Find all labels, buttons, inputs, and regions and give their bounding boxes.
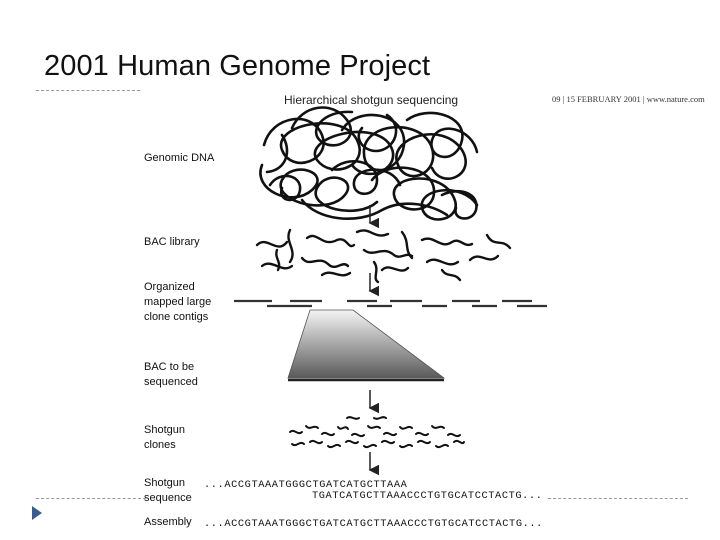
label-genomic-dna: Genomic DNA: [144, 152, 215, 164]
figure-citation: 09 | 15 FEBRUARY 2001 | www.nature.com: [552, 94, 705, 104]
shotgun-read-2: TGATCATGCTTAAACCCTGTGCATCCTACTG...: [312, 490, 543, 502]
shotgun-clone-fragments: [289, 416, 465, 449]
label-assembly: Assembly: [144, 516, 192, 528]
figure-title: Hierarchical shotgun sequencing: [284, 93, 459, 107]
assembly-sequence: ...ACCGTAAATGGGCTGATCATGCTTAAACCCTGTGCAT…: [204, 518, 543, 530]
hierarchical-shotgun-figure: Hierarchical shotgun sequencing 09 | 15 …: [142, 90, 712, 535]
label-bac-library: BAC library: [144, 236, 200, 248]
bac-zoom-trapezoid: [287, 309, 446, 379]
clone-contigs: [234, 299, 547, 308]
top-divider: [36, 90, 140, 91]
genomic-dna-tangle: [259, 106, 479, 221]
bac-library-fragments: [255, 228, 512, 284]
label-bac-to-be-sequenced: BAC to be sequenced: [144, 361, 198, 388]
label-clone-contigs: Organized mapped large clone contigs: [144, 281, 212, 323]
slide-title: 2001 Human Genome Project: [44, 50, 431, 82]
bottom-divider-right: [548, 498, 688, 499]
shotgun-read-1: ...ACCGTAAATGGGCTGATCATGCTTAAA: [204, 479, 408, 491]
bullet-arrow-icon: [32, 506, 42, 520]
label-shotgun-sequence: Shotgun sequence: [144, 477, 192, 504]
bottom-divider-left: [36, 498, 146, 499]
figure-artwork: [234, 106, 547, 476]
label-shotgun-clones: Shotgun clones: [144, 424, 185, 451]
